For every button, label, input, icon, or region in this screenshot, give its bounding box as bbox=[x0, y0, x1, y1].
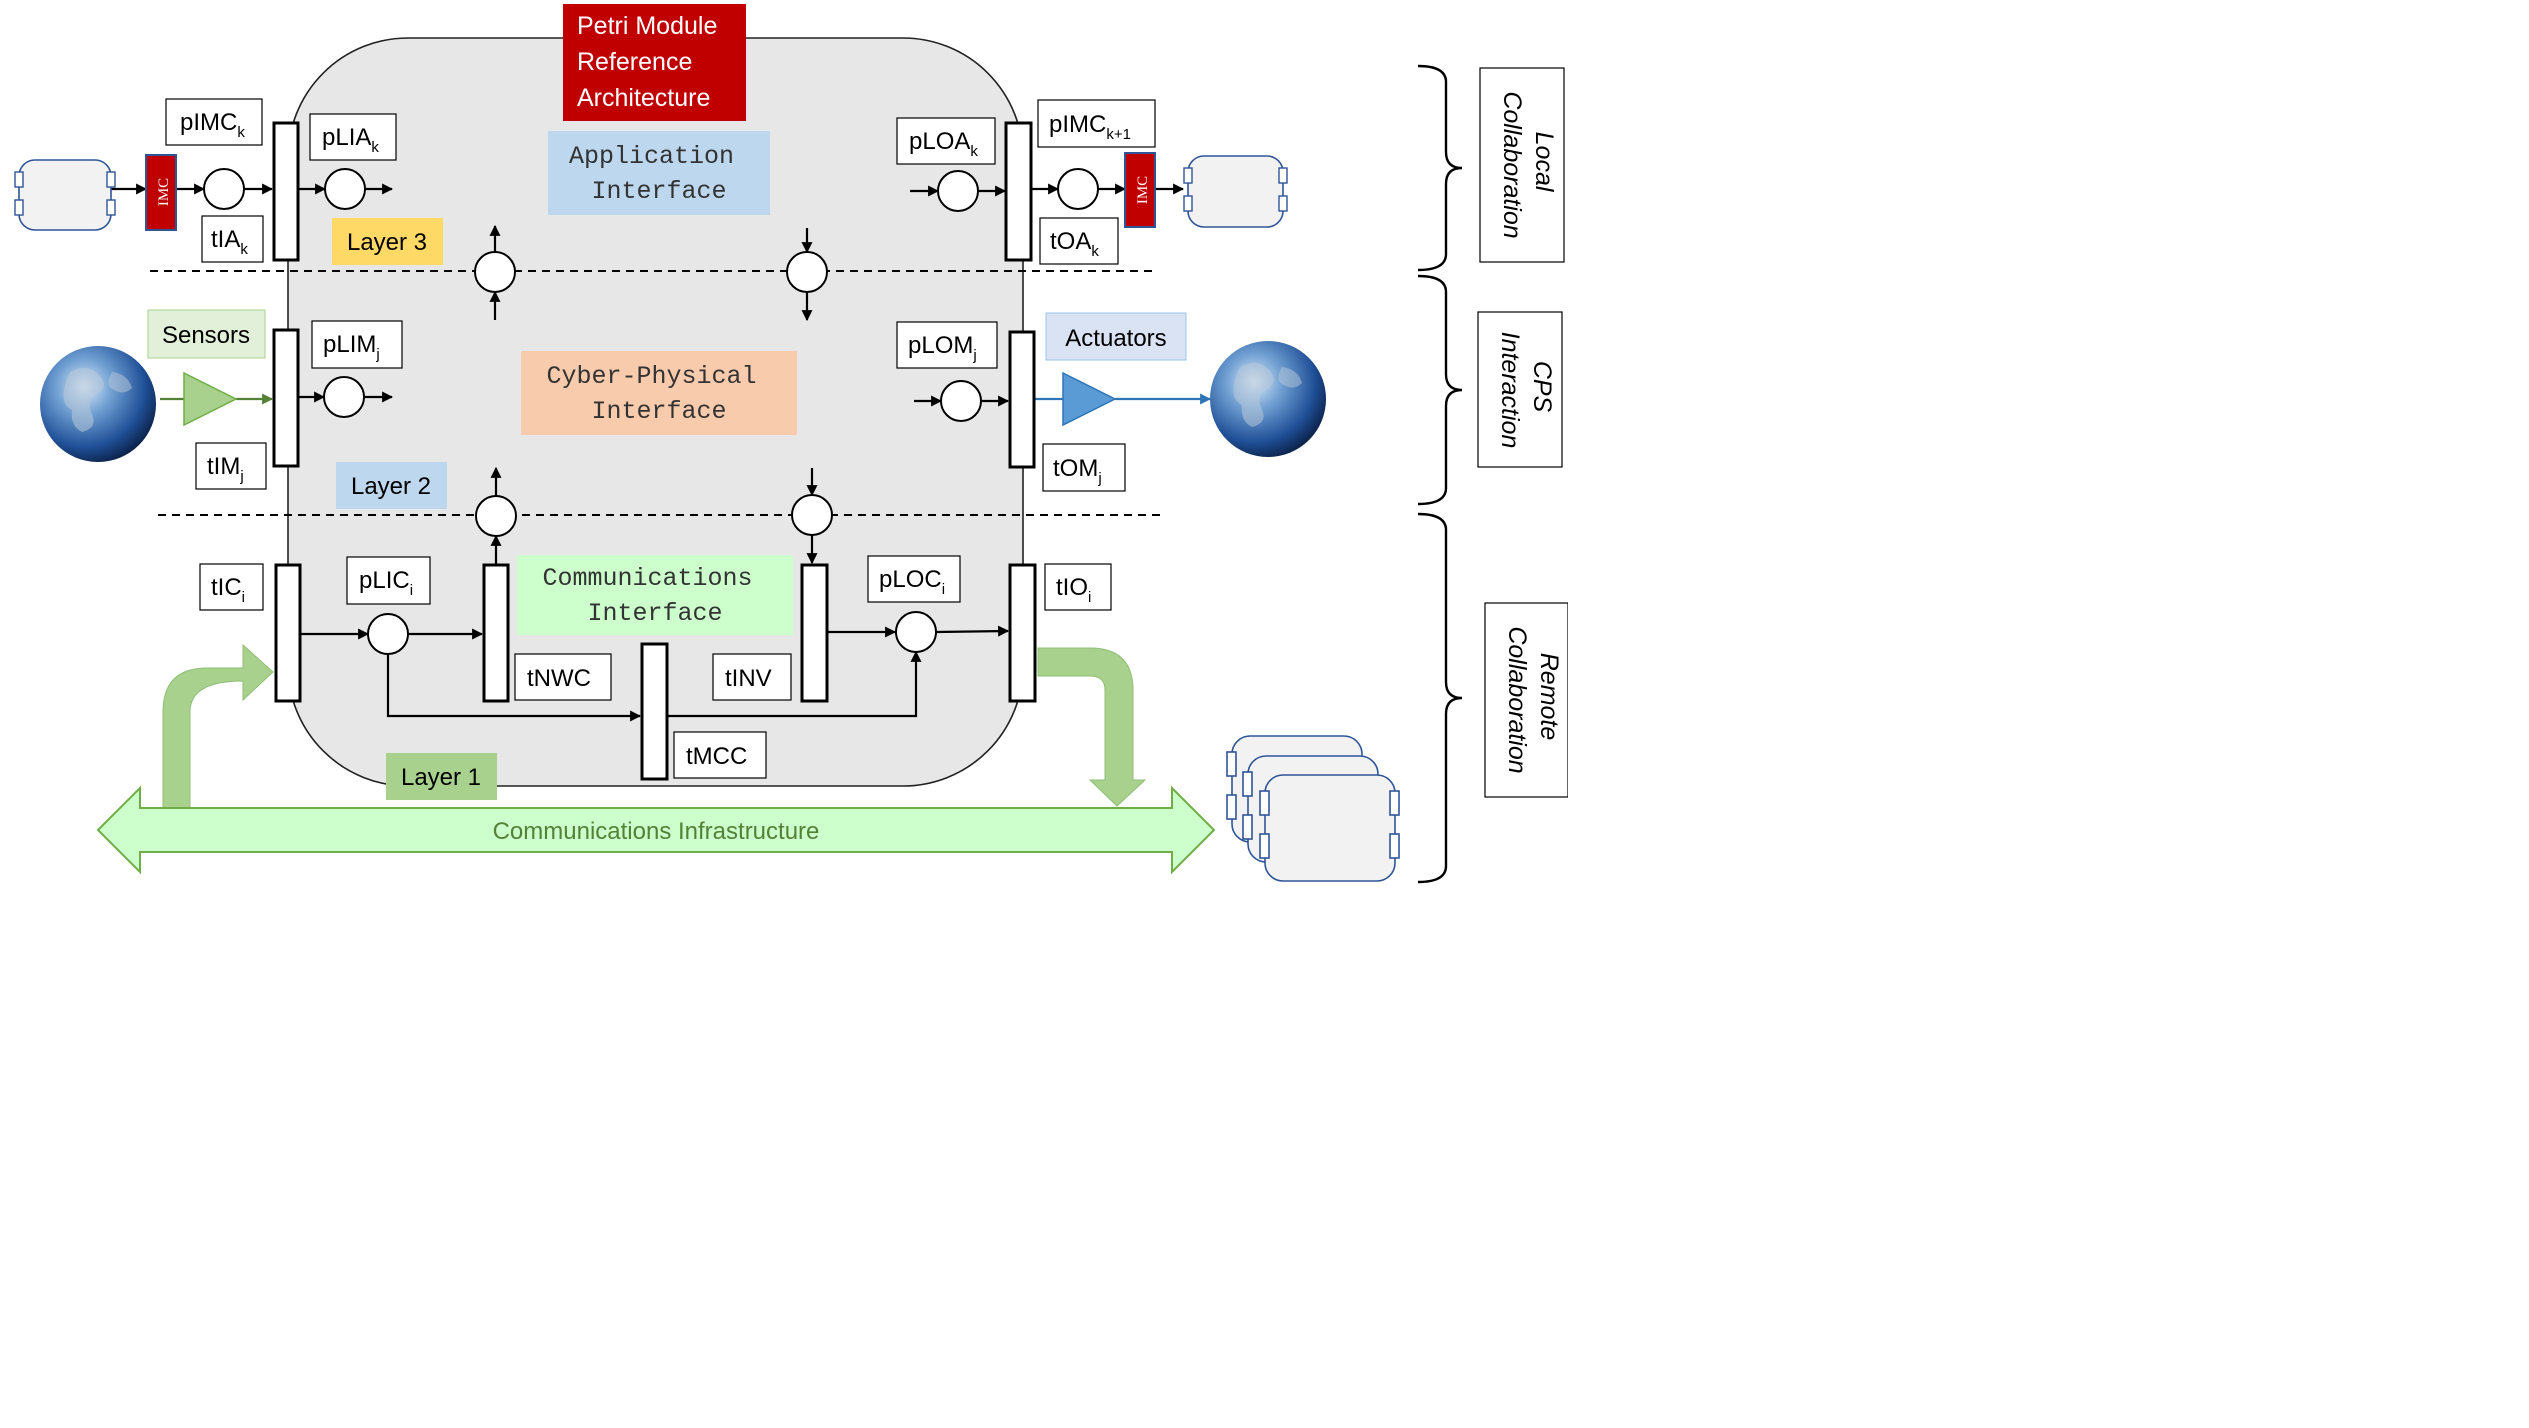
infrastructure-in-arrow bbox=[162, 643, 274, 809]
label-tOM-j: tOMj bbox=[1053, 455, 1102, 487]
communications-infrastructure-arrow bbox=[96, 785, 1216, 875]
svg-text:Cyber-Physical Interface: Cyber-Physical Interface bbox=[546, 362, 771, 426]
application-interface-line-2: Interface bbox=[591, 177, 726, 206]
label-tMCC: tMCC bbox=[686, 743, 747, 770]
transition-tIC-i bbox=[274, 563, 302, 703]
place-pIMC-k1 bbox=[1057, 168, 1099, 210]
neighbour-module-left-icon bbox=[14, 159, 116, 231]
local-collab-line-1: Local bbox=[1530, 132, 1558, 193]
place-pLIA-k bbox=[324, 168, 366, 210]
transition-tNWC bbox=[482, 563, 510, 703]
actuator-amplifier-icon bbox=[1062, 371, 1117, 427]
place-layer3-up bbox=[474, 251, 516, 293]
place-pLOA-k bbox=[937, 170, 979, 212]
svg-text:CPS Interaction: CPS Interaction bbox=[1496, 332, 1556, 449]
place-pIMC-k bbox=[203, 168, 245, 210]
label-tINV: tINV bbox=[725, 665, 772, 692]
transition-tIO-i bbox=[1008, 563, 1037, 703]
layer3-tag bbox=[332, 218, 443, 265]
title-line-1: Petri Module bbox=[577, 12, 717, 40]
title-text: Petri Module Reference Architecture bbox=[577, 12, 724, 112]
imc-box-left bbox=[145, 154, 177, 231]
label-pLIA-k: pLIAk bbox=[322, 124, 379, 156]
communications-interface-line-1: Communications bbox=[542, 564, 752, 593]
label-pLIM-j: pLIMj bbox=[323, 331, 380, 363]
title-box bbox=[563, 4, 746, 121]
label-pIMC-k: pIMCk bbox=[180, 109, 245, 141]
label-tIO-i: tIOi bbox=[1056, 574, 1091, 606]
layer1-label: Layer 1 bbox=[401, 764, 481, 791]
brace-local bbox=[1417, 64, 1463, 272]
cyber-physical-interface-line-2: Interface bbox=[591, 397, 726, 426]
layer2-tag bbox=[336, 462, 447, 509]
actuators-tag bbox=[1045, 312, 1187, 361]
place-pLIM-j bbox=[323, 376, 365, 418]
sensors-tag bbox=[147, 309, 266, 359]
label-tIA-k: tIAk bbox=[211, 226, 248, 258]
brace-cps bbox=[1417, 274, 1463, 506]
label-tIM-j: tIMj bbox=[207, 453, 244, 485]
place-pLIC-i bbox=[367, 613, 409, 655]
place-pLOM-j bbox=[940, 380, 982, 422]
remote-line-2: Collaboration bbox=[1503, 626, 1531, 773]
application-interface-box bbox=[548, 131, 770, 215]
imc-box-right bbox=[1124, 152, 1156, 228]
local-collaboration-box bbox=[1479, 67, 1565, 263]
cyber-physical-interface-line-1: Cyber-Physical bbox=[546, 362, 756, 391]
globe-right-icon bbox=[1210, 341, 1326, 457]
svg-text:Communications Interface: Communications Interface bbox=[542, 564, 767, 628]
neighbour-module-right-icon bbox=[1183, 155, 1288, 228]
title-line-2: Reference bbox=[577, 48, 692, 76]
cps-interaction-box bbox=[1477, 311, 1563, 468]
remote-collaboration-box bbox=[1484, 602, 1569, 798]
svg-text:Local Collaboration: Local Collaboration bbox=[1498, 91, 1558, 238]
label-pIMC-k1: pIMCk+1 bbox=[1049, 111, 1131, 143]
remote-line-1: Remote bbox=[1535, 653, 1563, 741]
application-interface-line-1: Application bbox=[569, 142, 734, 171]
label-pLOA-k: pLOAk bbox=[909, 128, 978, 160]
transition-tMCC bbox=[640, 642, 669, 781]
communications-interface-line-2: Interface bbox=[587, 599, 722, 628]
label-tIC-i: tICi bbox=[211, 574, 245, 606]
transition-tIM-j bbox=[272, 328, 300, 468]
communications-interface-box bbox=[517, 555, 793, 635]
title-line-3: Architecture bbox=[577, 84, 710, 112]
label-pLOM-j: pLOMj bbox=[908, 332, 977, 364]
transition-tOM-j bbox=[1008, 330, 1036, 469]
place-layer2-down bbox=[791, 494, 833, 536]
imc-label-left: IMC bbox=[156, 178, 172, 206]
sensor-amplifier-icon bbox=[183, 371, 238, 427]
transition-tOA-k bbox=[1004, 121, 1033, 262]
sensors-label: Sensors bbox=[162, 322, 250, 349]
svg-text:Remote Collaboration: Remote Collaboration bbox=[1503, 626, 1563, 773]
communications-infrastructure-label: Communications Infrastructure bbox=[493, 818, 820, 845]
layer2-label: Layer 2 bbox=[351, 473, 431, 500]
cps-line-1: CPS bbox=[1528, 361, 1556, 413]
place-layer2-up bbox=[475, 495, 517, 537]
transition-tINV bbox=[800, 563, 829, 703]
label-tOA-k: tOAk bbox=[1050, 228, 1099, 260]
petri-module-diagram: Communications Infrastructure Petri Modu… bbox=[0, 0, 1569, 885]
svg-text:Application Interface: Application Interface bbox=[569, 142, 749, 206]
actuators-label: Actuators bbox=[1065, 325, 1166, 352]
layer3-label: Layer 3 bbox=[347, 229, 427, 256]
remote-modules-stack-icon bbox=[1226, 735, 1400, 882]
cyber-physical-interface-box bbox=[521, 351, 797, 435]
imc-label-right: IMC bbox=[1135, 176, 1151, 204]
place-layer3-down bbox=[786, 251, 828, 293]
label-pLOC-i: pLOCi bbox=[879, 566, 945, 598]
label-pLIC-i: pLICi bbox=[359, 567, 413, 599]
brace-remote bbox=[1417, 512, 1463, 884]
local-collab-line-2: Collaboration bbox=[1498, 91, 1526, 238]
label-tNWC: tNWC bbox=[527, 665, 591, 692]
transition-tIA-k bbox=[272, 121, 300, 262]
layer1-tag bbox=[386, 753, 497, 800]
cps-line-2: Interaction bbox=[1496, 332, 1524, 449]
globe-left-icon bbox=[40, 346, 156, 462]
infrastructure-out-arrow bbox=[1037, 647, 1147, 807]
place-pLOC-i bbox=[895, 611, 937, 653]
